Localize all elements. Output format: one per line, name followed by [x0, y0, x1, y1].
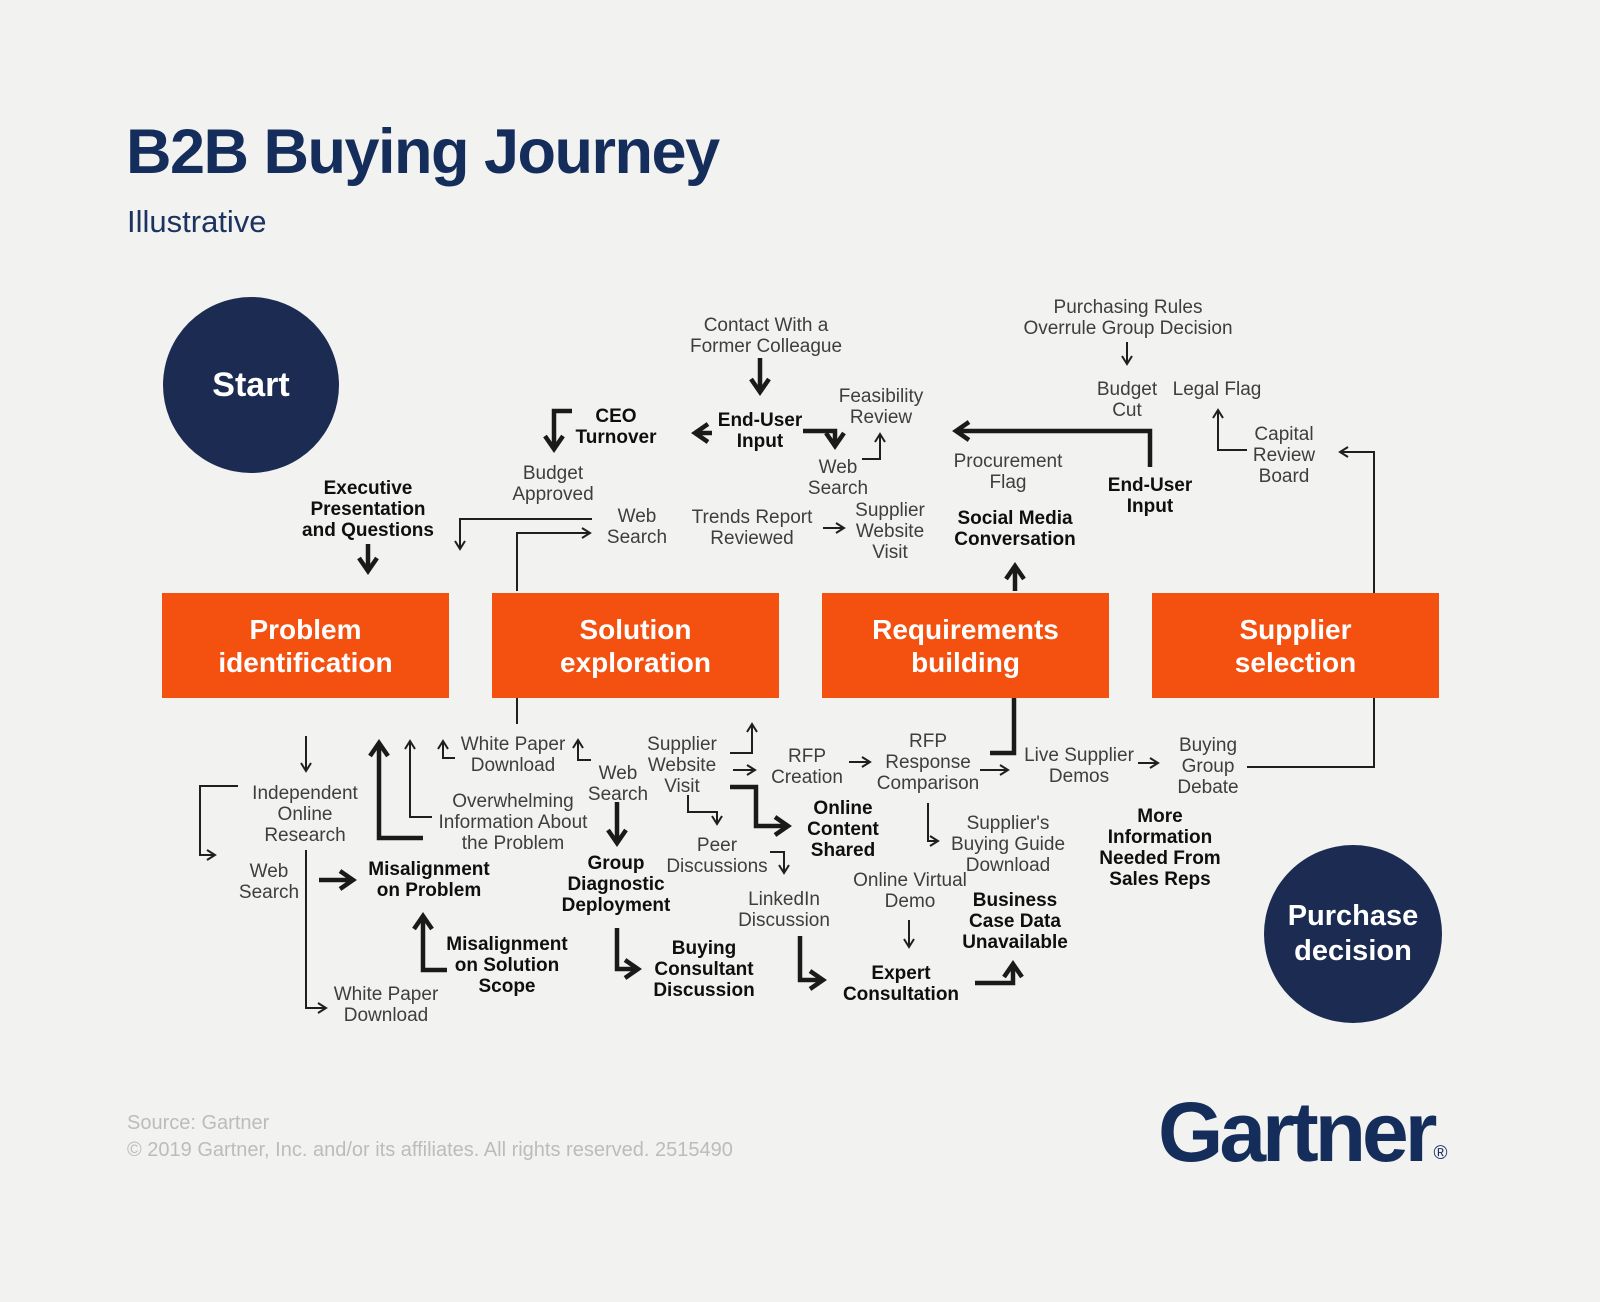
connector-solution-exploration-to-web-search [516, 527, 592, 591]
connector-supplier-website-to-peer-discussions [687, 795, 723, 826]
connector-capital-review-to-legal-flag [1212, 408, 1247, 451]
node-white-paper-download-bottom: White Paper Download [333, 984, 439, 1026]
node-live-supplier-demos: Live Supplier Demos [1024, 745, 1134, 787]
connector-requirements-to-rfp-response [990, 698, 1017, 756]
connector-supplier-website-up [730, 722, 758, 754]
node-web-search-center: Web Search [587, 763, 649, 805]
node-budget-cut: Budget Cut [1096, 379, 1158, 421]
node-procurement-flag: Procurement Flag [953, 451, 1063, 493]
node-suppliers-buying-guide: Supplier's Buying Guide Download [950, 813, 1066, 876]
connector-group-diagnostic-to-buying-consultant [614, 928, 642, 980]
connector-rfp-response-to-buying-guide [927, 803, 940, 847]
node-supplier-website-visit-mid: Supplier Website Visit [647, 734, 717, 797]
node-capital-review-board: Capital Review Board [1252, 424, 1316, 487]
node-online-virtual-demo: Online Virtual Demo [853, 870, 967, 912]
node-misalignment-on-problem: Misalignment on Problem [368, 859, 490, 901]
node-web-search-ne: Web Search [807, 457, 869, 499]
node-peer-discussions: Peer Discussions [666, 835, 768, 877]
node-rfp-response-comparison: RFP Response Comparison [876, 731, 980, 794]
connector-end-user-right-to-procurement [952, 420, 1153, 467]
node-end-user-input-right: End-User Input [1107, 475, 1193, 517]
node-more-information-needed: More Information Needed From Sales Reps [1099, 806, 1221, 890]
node-ceo-turnover: CEO Turnover [575, 406, 657, 448]
node-misalignment-on-solution-scope: Misalignment on Solution Scope [446, 934, 568, 997]
stage-problem-identification: Problem identification [162, 593, 449, 698]
node-rfp-creation: RFP Creation [771, 746, 843, 788]
node-independent-online-research: Independent Online Research [252, 783, 358, 846]
node-end-user-input-left: End-User Input [717, 410, 803, 452]
connector-peer-discussions-to-linkedin [770, 851, 790, 875]
gartner-logo-text: Gartner [1158, 1085, 1437, 1179]
page-title: B2B Buying Journey [126, 117, 720, 187]
node-expert-consultation: Expert Consultation [842, 963, 960, 1005]
connector-misalignment-scope-to-misalignment-problem [412, 912, 447, 973]
node-web-search-mid: Web Search [606, 506, 668, 548]
connector-web-search-down-between-stages [454, 518, 592, 551]
connector-ceo-turnover-to-budget-approved [543, 408, 572, 453]
purchase-decision-node: Purchase decision [1264, 845, 1442, 1023]
connector-end-user-to-web-search-ne [803, 428, 846, 450]
node-legal-flag: Legal Flag [1172, 379, 1262, 400]
node-contact-former-colleague: Contact With a Former Colleague [689, 315, 843, 357]
node-linkedin-discussion: LinkedIn Discussion [738, 889, 830, 931]
stage-supplier-selection: Supplier selection [1152, 593, 1439, 698]
node-feasibility-review: Feasibility Review [838, 386, 924, 428]
source-attribution: Source: Gartner © 2019 Gartner, Inc. and… [127, 1110, 733, 1164]
connector-overwhelming-information-up [404, 739, 432, 818]
stage-solution-exploration: Solution exploration [492, 593, 779, 698]
connector-misalignment-problem-up [368, 739, 423, 841]
connector-independent-research-to-web-search-left [199, 785, 238, 861]
node-buying-consultant-discussion: Buying Consultant Discussion [653, 938, 755, 1001]
node-supplier-website-visit-top: Supplier Website Visit [855, 500, 925, 563]
start-node: Start [163, 297, 339, 473]
node-group-diagnostic-deployment: Group Diagnostic Deployment [561, 853, 671, 916]
node-purchasing-rules: Purchasing Rules Overrule Group Decision [1023, 297, 1233, 339]
connector-web-search-to-feasibility-review [862, 432, 886, 460]
copyright-line: © 2019 Gartner, Inc. and/or its affiliat… [127, 1139, 733, 1161]
node-social-media-conversation: Social Media Conversation [954, 508, 1076, 550]
node-white-paper-download-top: White Paper Download [460, 734, 566, 776]
stage-requirements-building: Requirements building [822, 593, 1109, 698]
page-subtitle: Illustrative [127, 204, 267, 239]
connector-independent-research-to-white-paper-bottom [305, 850, 328, 1014]
connector-white-paper-top-up [437, 739, 455, 759]
node-budget-approved: Budget Approved [512, 463, 594, 505]
connector-linkedin-to-expert-consultation [797, 936, 827, 991]
node-executive-presentation: Executive Presentation and Questions [302, 478, 434, 541]
registered-trademark-icon: ® [1433, 1143, 1448, 1164]
connector-expert-consultation-to-business-case [975, 960, 1024, 986]
connector-web-search-center-up [572, 738, 591, 761]
connector-supplier-website-to-online-content [730, 784, 792, 837]
node-web-search-left: Web Search [238, 861, 300, 903]
gartner-logo: Gartner® [1158, 1090, 1447, 1196]
node-trends-report-reviewed: Trends Report Reviewed [691, 507, 813, 549]
node-overwhelming-information: Overwhelming Information About the Probl… [438, 791, 588, 854]
source-line: Source: Gartner [127, 1112, 270, 1134]
node-business-case-data: Business Case Data Unavailable [962, 890, 1068, 953]
node-buying-group-debate: Buying Group Debate [1177, 735, 1239, 798]
node-online-content-shared: Online Content Shared [807, 798, 879, 861]
